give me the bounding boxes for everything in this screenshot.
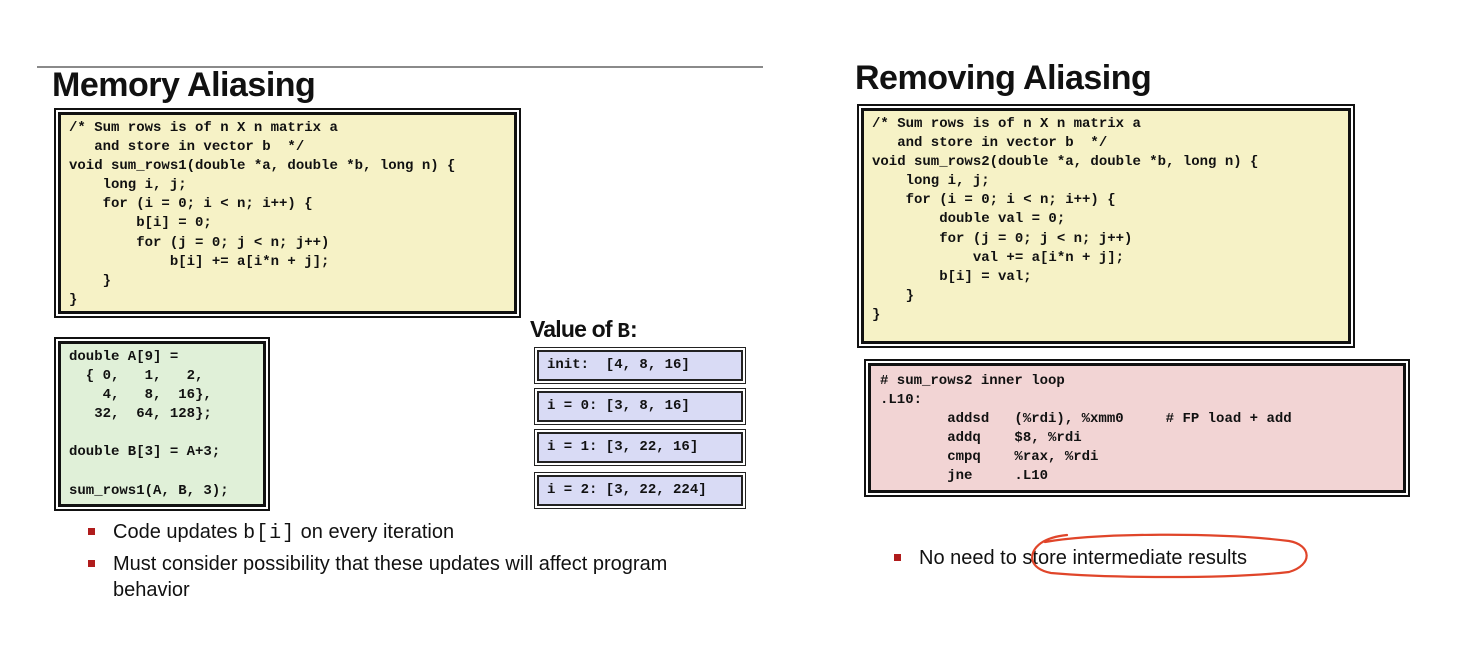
inline-code-b-i: b[i] [243,522,296,545]
page-title-memory-aliasing: Memory Aliasing [52,66,316,104]
value-of-b-heading: Value of B: [530,316,638,344]
example-code-block: double A[9] = { 0, 1, 2, 4, 8, 16}, 32, … [58,341,266,507]
page-title-removing-aliasing: Removing Aliasing [855,59,1152,97]
value-heading-suffix: : [630,316,638,342]
sum-rows1-code-block: /* Sum rows is of n X n matrix a and sto… [58,112,517,314]
bullet-must-consider: Must consider possibility that these upd… [88,551,728,603]
bullet-marker [88,560,95,567]
inner-loop-asm-block: # sum_rows2 inner loop .L10: addsd (%rdi… [868,363,1406,493]
value-heading-var: B [617,321,630,344]
bullet-text-line2: behavior [113,579,190,601]
value-row-i2: i = 2: [3, 22, 224] [537,475,743,506]
bullet-text: No need to store intermediate results [919,547,1247,569]
bullet-text-line1: Must consider possibility that these upd… [113,553,668,575]
red-circle-annotation [1031,533,1308,579]
bullet-marker [894,554,901,561]
value-row-i1: i = 1: [3, 22, 16] [537,432,743,463]
highlighted-phrase: store intermediate results [1022,547,1247,569]
title-rule [37,66,763,68]
bullet-text: Code updates b[i] on every iteration [113,521,455,545]
bullet-code-updates: Code updates b[i] on every iteration [88,519,728,545]
sum-rows2-code-block: /* Sum rows is of n X n matrix a and sto… [861,108,1351,344]
bullet-no-need: No need to store intermediate results [894,545,1314,571]
value-row-init: init: [4, 8, 16] [537,350,743,381]
value-row-i0: i = 0: [3, 8, 16] [537,391,743,422]
bullet-marker [88,528,95,535]
value-heading-prefix: Value of [530,316,618,342]
